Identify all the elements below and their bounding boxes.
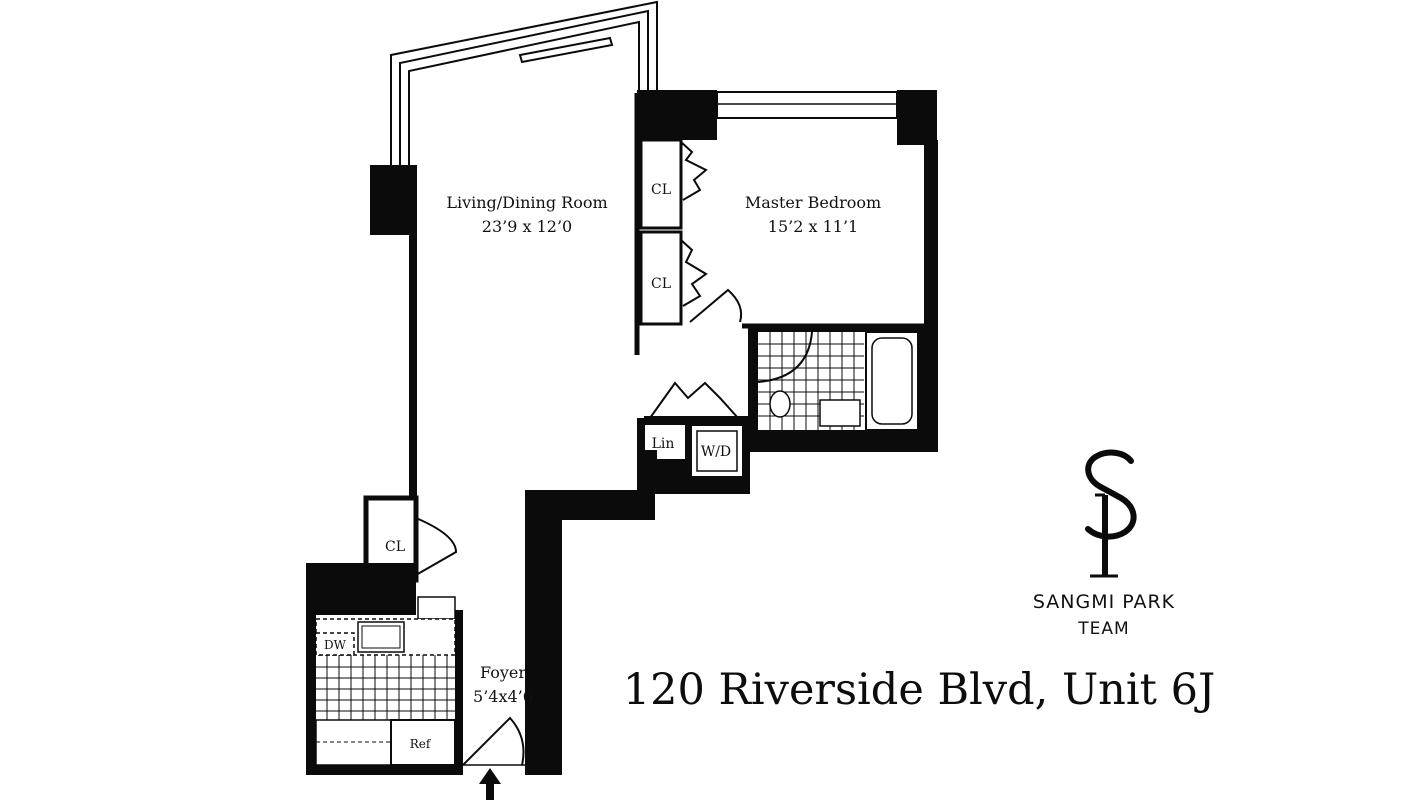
living-room-dimensions: 23’9 x 12’0 [482, 217, 572, 236]
column-pier [370, 165, 416, 235]
bedroom-walls [637, 90, 938, 452]
brand-team: TEAM [1077, 619, 1129, 639]
bathroom [748, 326, 938, 452]
bedroom-name: Master Bedroom [745, 193, 881, 212]
bedroom-dimensions: 15’2 x 11’1 [768, 217, 858, 236]
bedroom-door [689, 288, 743, 323]
bathtub [871, 337, 913, 425]
property-address: 120 Riverside Blvd, Unit 6J [623, 665, 1215, 715]
kitchen [306, 563, 463, 775]
structural-wall [525, 490, 655, 775]
closet-label-middle: CL [651, 276, 671, 292]
living-room-walls [390, 0, 658, 500]
closets [639, 138, 708, 326]
refrigerator-label: Ref [410, 737, 432, 751]
brand-name: SANGMI PARK [1033, 591, 1175, 613]
closet-label-entry: CL [385, 539, 405, 555]
entry-door [462, 716, 525, 766]
washer-dryer-label: W/D [701, 444, 731, 460]
sink [819, 399, 861, 427]
closet-label-upper: CL [651, 182, 671, 198]
entry-arrow-icon [479, 768, 501, 800]
monogram-logo [1085, 449, 1137, 578]
foyer-dimensions: 5’4x4’6 [473, 687, 533, 706]
toilet [769, 390, 791, 418]
living-room-name: Living/Dining Room [446, 193, 607, 212]
dishwasher-label: DW [324, 638, 347, 652]
brand-logo: SANGMI PARK TEAM [1033, 449, 1175, 639]
linen-label: Lin [652, 436, 675, 452]
foyer-name: Foyer [480, 663, 526, 682]
